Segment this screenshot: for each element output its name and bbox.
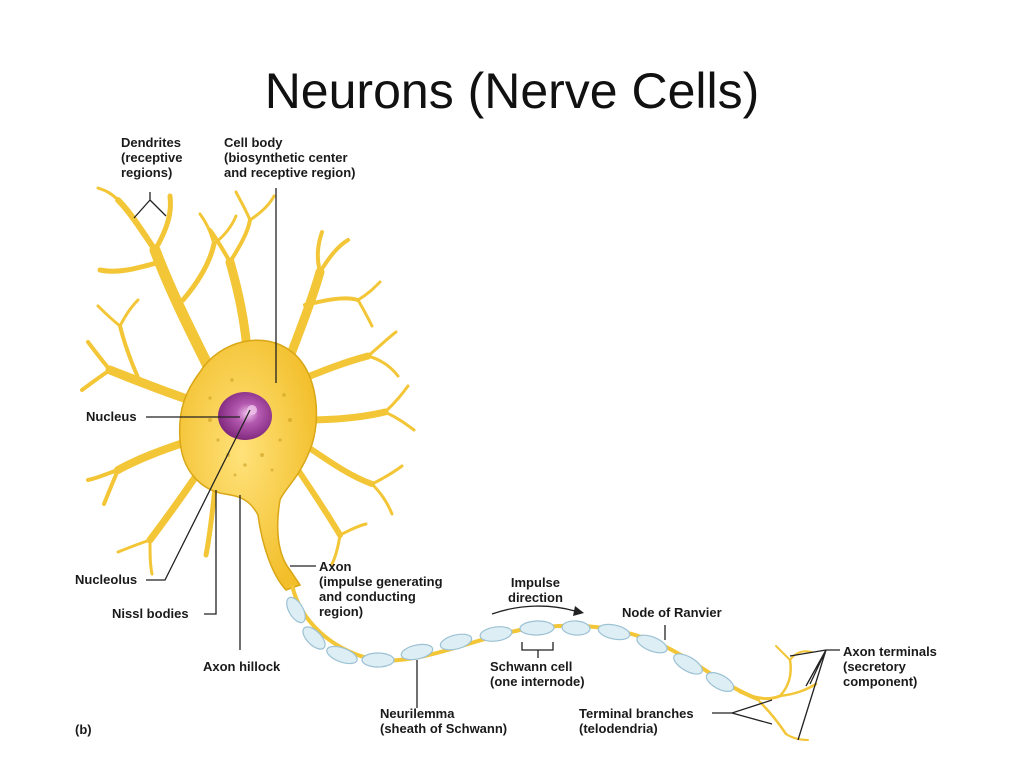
label-nissl-bodies: Nissl bodies	[112, 606, 189, 621]
label-terminal-branches: Terminal branches (telodendria)	[579, 706, 694, 736]
label-cell-body: Cell body (biosynthetic center and recep…	[224, 135, 356, 180]
panel-label: (b)	[75, 722, 92, 737]
nucleolus-shape	[247, 405, 257, 415]
label-node-of-ranvier: Node of Ranvier	[622, 605, 722, 620]
slide-title: Neurons (Nerve Cells)	[264, 63, 760, 119]
label-axon-terminals: Axon terminals (secretory component)	[843, 644, 937, 689]
terminal-branches	[738, 645, 818, 741]
nucleus-shape	[218, 392, 272, 440]
label-neurilemma: Neurilemma (sheath of Schwann)	[380, 706, 508, 736]
cell-body-shape	[178, 339, 318, 591]
label-schwann-cell: Schwann cell (one internode)	[490, 659, 585, 689]
impulse-arrowhead	[573, 606, 584, 616]
leader-lines	[133, 188, 840, 741]
label-impulse-direction: Impulse direction	[508, 575, 563, 605]
label-nucleolus: Nucleolus	[75, 572, 138, 587]
myelin-sheath	[286, 596, 735, 692]
label-dendrites: Dendrites (receptive regions)	[121, 135, 183, 180]
nissl-speckles	[208, 378, 292, 477]
label-axon-hillock: Axon hillock	[203, 659, 281, 674]
label-nucleus: Nucleus	[86, 409, 137, 424]
label-axon: Axon (impulse generating and conducting …	[319, 559, 443, 619]
